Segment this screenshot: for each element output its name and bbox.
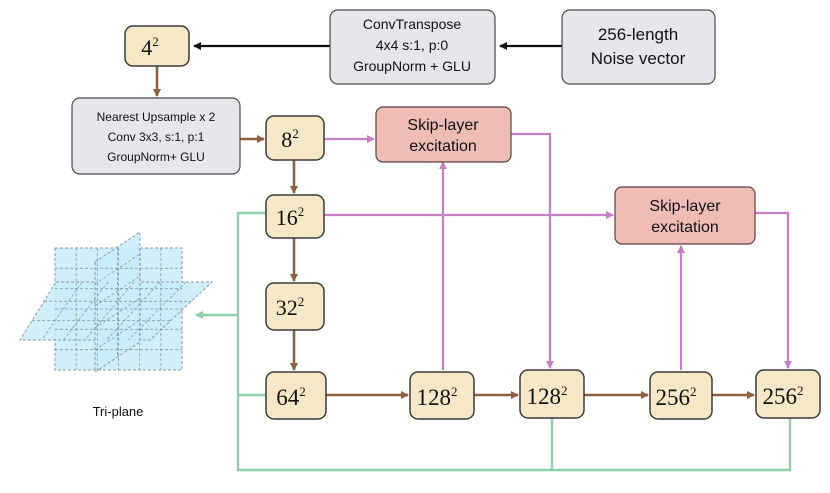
triplane-gridline [84,281,135,341]
res32-base: 32 [276,295,298,320]
res-box-256b: 2562 [755,369,821,419]
triplane-feedback-connector [195,211,792,472]
noise-line1: 256-length [598,25,678,44]
res256a-exp: 2 [690,384,697,399]
res-box-32: 322 [265,282,325,331]
res4-exp: 2 [152,34,159,49]
convtranspose-line3: GroupNorm + GLU [353,58,471,74]
svg-text:42: 42 [141,34,159,60]
svg-text:2562: 2562 [656,384,697,410]
triplane-gridline [94,275,141,307]
upsample-line3: GroupNorm+ GLU [107,150,205,164]
upsample-line2: Conv 3x3, s:1, p:1 [108,130,205,144]
upsample-line1: Nearest Upsample x 2 [97,110,216,124]
res-box-8: 82 [265,115,325,161]
purple-skip-arrows [324,132,792,370]
res-box-4: 42 [124,25,190,67]
res8-exp: 2 [292,126,299,141]
res256a-base: 256 [656,385,691,410]
res256b-exp: 2 [797,383,804,398]
res8-base: 8 [281,127,292,152]
res256b-base: 256 [763,384,798,409]
res-box-128b: 1282 [519,369,585,419]
res128b-base: 128 [527,384,562,409]
arrow-sle2-to-256b [755,211,792,369]
res-box-128a: 1282 [409,371,475,420]
triplane-gridline [128,281,187,341]
svg-text:162: 162 [276,204,305,230]
sle1-line1: Skip-layer [407,117,479,134]
arrow-sle1-to-128b [511,132,554,369]
res64-exp: 2 [299,384,306,399]
sle1-line2: excitation [409,138,477,155]
noise-vector-box: 256-length Noise vector [561,9,716,85]
svg-text:642: 642 [276,384,306,410]
triplane-gridline [106,281,161,341]
res-box-64: 642 [265,371,327,420]
sle2-line2: excitation [651,219,719,236]
triplane-gridlines [32,247,192,370]
res32-exp: 2 [298,294,305,309]
convtranspose-line1: ConvTranspose [363,16,462,32]
triplane-label: Tri-plane [93,404,144,419]
convtranspose-box: ConvTranspose 4x4 s:1, p:0 GroupNorm + G… [329,9,496,85]
res128b-exp: 2 [561,383,568,398]
res4-base: 4 [141,35,152,60]
res128a-base: 128 [417,385,452,410]
noise-line2: Noise vector [591,49,686,68]
svg-text:1282: 1282 [527,383,568,409]
res64-base: 64 [276,385,300,410]
triplane-gridline [63,281,109,341]
sle-box-1: Skip-layer excitation [375,106,512,163]
svg-text:322: 322 [276,294,305,320]
triplane-illustration [19,231,214,373]
sle2-line1: Skip-layer [649,198,721,215]
upsample-box: Nearest Upsample x 2 Conv 3x3, s:1, p:1 … [71,97,241,175]
res16-exp: 2 [298,204,305,219]
svg-text:2562: 2562 [763,383,804,409]
convtranspose-line2: 4x4 s:1, p:0 [376,37,449,53]
triplane-gridline [41,281,83,341]
res16-base: 16 [276,205,298,230]
res128a-exp: 2 [451,384,458,399]
svg-text:82: 82 [281,126,299,152]
sle-box-2: Skip-layer excitation [614,186,756,245]
res-box-16: 162 [265,194,325,239]
brown-flow-arrows [153,66,755,399]
res-box-256a: 2562 [649,371,713,420]
svg-text:1282: 1282 [417,384,458,410]
